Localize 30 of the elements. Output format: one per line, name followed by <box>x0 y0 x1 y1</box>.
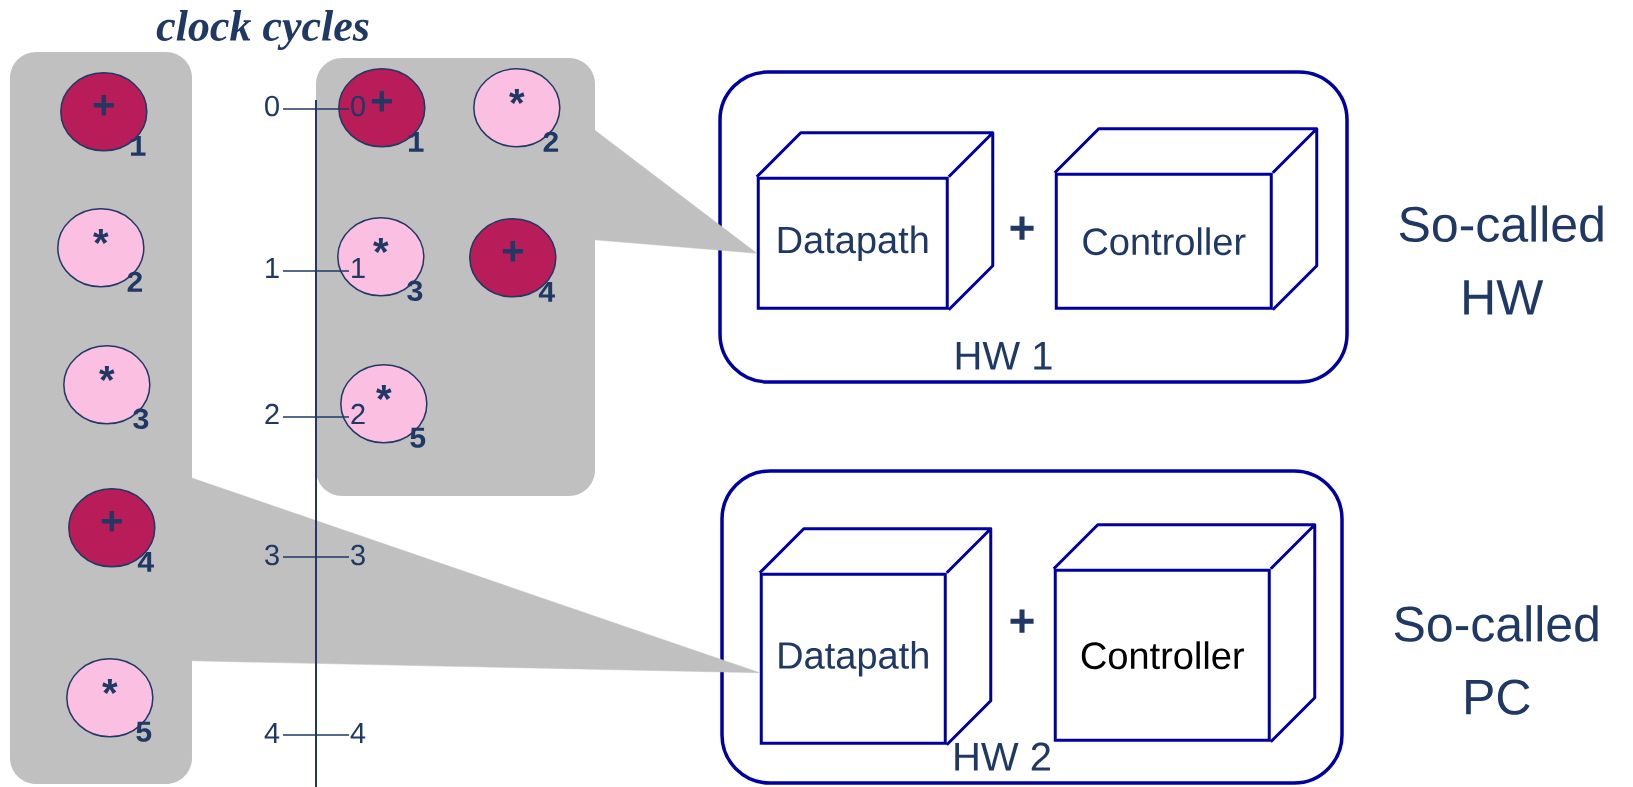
callout-pointer <box>593 129 757 254</box>
operation-number: 1 <box>408 131 424 152</box>
operation-number: 2 <box>127 271 143 292</box>
tick-label: 0 <box>351 95 365 117</box>
tick-label: 2 <box>351 403 365 425</box>
operation-number: 5 <box>136 721 152 742</box>
tick-label: 0 <box>265 95 279 117</box>
operation-number: 1 <box>130 135 146 156</box>
tick-label: 3 <box>265 544 279 566</box>
system-caption: So-called HW <box>1399 205 1603 315</box>
operation-number: 3 <box>133 408 149 429</box>
callout-pointer <box>190 477 760 673</box>
tick-label: 1 <box>266 258 279 278</box>
plus-sign: + <box>1010 609 1034 633</box>
tick-label: 3 <box>351 544 365 566</box>
operation-number: 4 <box>137 551 154 572</box>
tick-label: 1 <box>352 258 365 278</box>
operation-number: 3 <box>407 280 423 301</box>
component-cube: Controller <box>1052 523 1317 744</box>
operation-number: 5 <box>410 427 426 448</box>
operation-number: 4 <box>538 281 555 302</box>
tick-label: 4 <box>350 723 366 743</box>
tick-label: 4 <box>264 723 280 743</box>
plus-sign: + <box>1010 216 1034 240</box>
operation-number: 2 <box>543 131 559 152</box>
system-caption: So-called PC <box>1394 605 1598 715</box>
component-cube: Controller <box>1053 127 1319 312</box>
component-cube: Datapath <box>755 131 995 312</box>
tick-label: 2 <box>265 403 279 425</box>
axis-title: clock cycles <box>156 10 369 50</box>
